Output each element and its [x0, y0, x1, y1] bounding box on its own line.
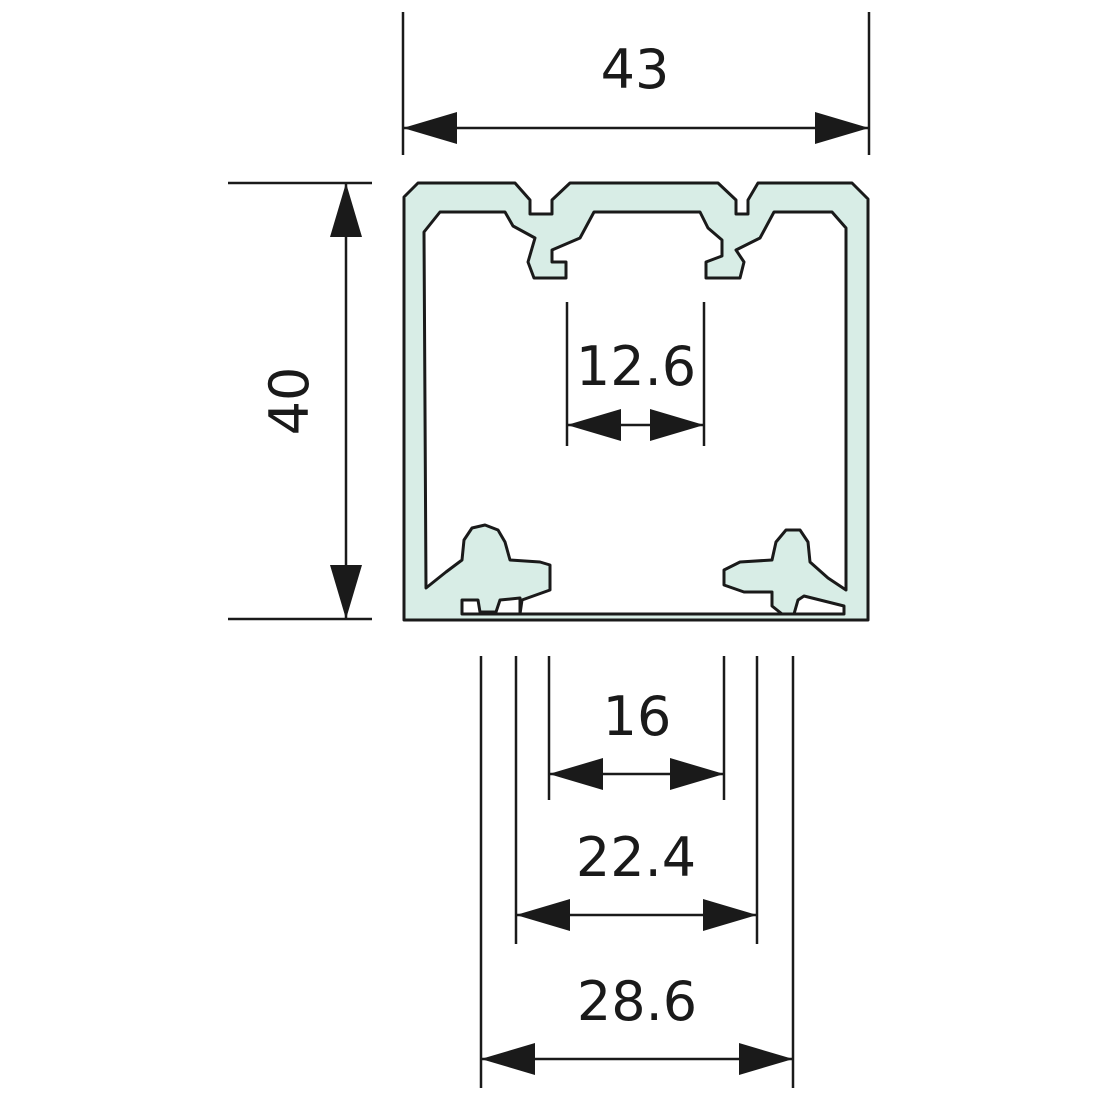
label-overall-width: 43: [601, 38, 670, 101]
arrow-overall-height-bottom: [330, 565, 362, 619]
arrow-bottom-opening-right: [670, 758, 724, 790]
arrow-inner-width-right: [703, 899, 757, 931]
arrow-bottom-opening-left: [549, 758, 603, 790]
bottom-left-slot-detail: [460, 596, 522, 616]
label-inner-width: 22.4: [576, 826, 696, 889]
arrow-outer-width-left: [481, 1043, 535, 1075]
arrow-outer-width-right: [739, 1043, 793, 1075]
label-bottom-opening: 16: [603, 685, 672, 748]
label-outer-width: 28.6: [577, 970, 697, 1033]
arrow-overall-width-right: [815, 112, 869, 144]
label-slot-gap: 12.6: [576, 335, 696, 398]
arrow-inner-width-left: [516, 899, 570, 931]
label-overall-height: 40: [258, 367, 321, 436]
arrow-slot-gap-right: [650, 409, 704, 441]
arrow-slot-gap-left: [567, 409, 621, 441]
profile-section: [402, 181, 870, 622]
arrow-overall-height-top: [330, 183, 362, 237]
arrow-overall-width-left: [403, 112, 457, 144]
